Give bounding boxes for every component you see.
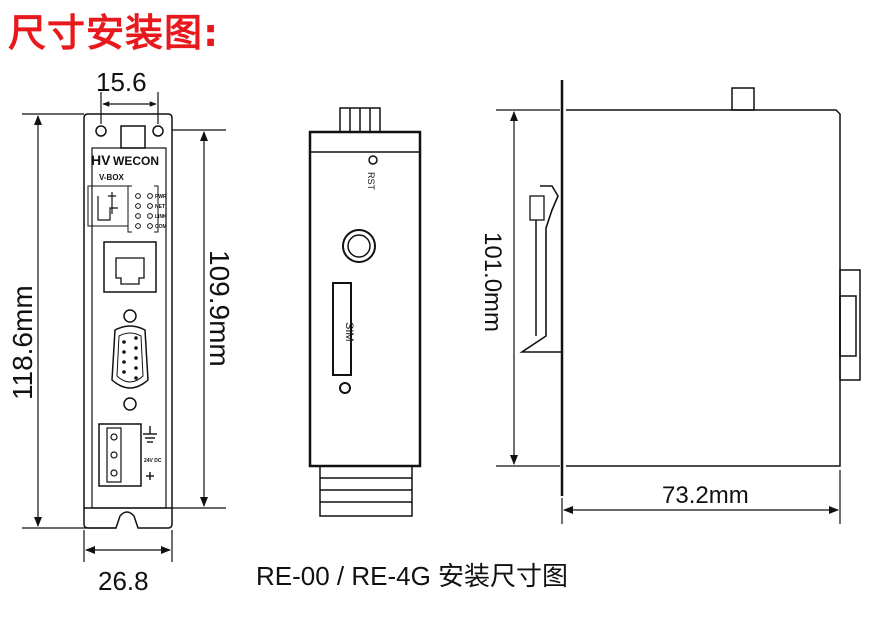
brand-logo: WECON xyxy=(113,154,159,168)
terminal-screws xyxy=(110,433,118,477)
db9-pins xyxy=(122,336,138,380)
dim-height-body: 109.9mm xyxy=(204,250,235,367)
front-dimensions xyxy=(22,92,226,562)
model-label: V-BOX xyxy=(99,173,125,182)
sim-label: SIM xyxy=(343,322,355,342)
dim-height-total: 118.6mm xyxy=(7,285,38,400)
front-view xyxy=(83,113,173,529)
rst-label: RST xyxy=(366,172,376,191)
profile-dimensions xyxy=(496,109,841,524)
led-label-com: COM xyxy=(155,224,167,230)
dim-profile-depth: 73.2mm xyxy=(662,482,749,509)
dim-width-bottom: 26.8 xyxy=(98,566,149,596)
power-label: 24V DC xyxy=(144,458,162,464)
led-indicators xyxy=(127,185,159,233)
profile-view xyxy=(519,80,861,496)
dim-profile-height: 101.0mm xyxy=(479,232,506,332)
ground-symbol xyxy=(143,426,157,480)
side-view xyxy=(308,107,422,517)
led-label-link: LINK xyxy=(155,214,167,220)
diagram-caption: RE-00 / RE-4G 安装尺寸图 xyxy=(256,561,569,591)
led-label-net: NET xyxy=(155,204,165,210)
led-label-pwr: PWR xyxy=(155,194,167,200)
dim-width-top: 15.6 xyxy=(96,67,147,97)
brand-prefix: HV xyxy=(91,152,111,168)
page-title: 尺寸安装图: xyxy=(8,11,220,55)
